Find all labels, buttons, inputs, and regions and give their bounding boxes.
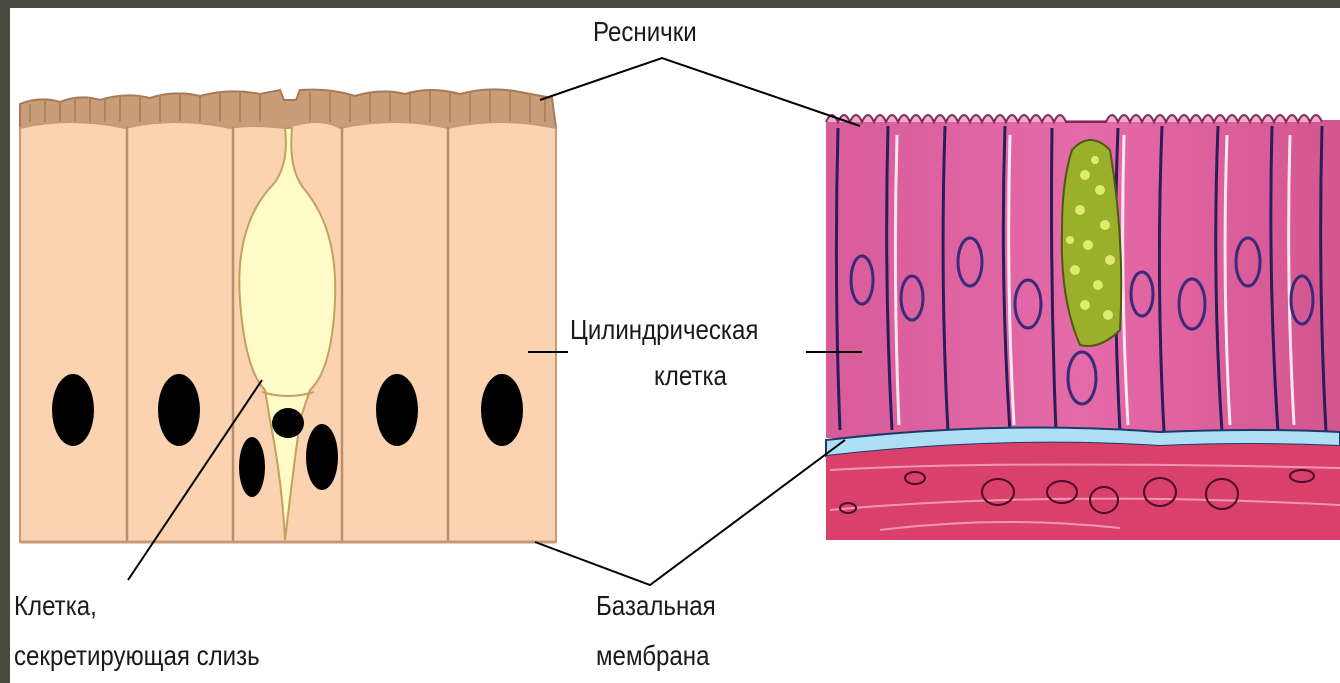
nucleus bbox=[239, 437, 265, 497]
label-basal-membrane-line2: мембрана bbox=[596, 638, 710, 674]
label-cylindrical-cell-line2: клетка bbox=[654, 358, 727, 394]
schematic-cilia bbox=[20, 89, 556, 128]
nucleus bbox=[376, 374, 418, 446]
nucleus bbox=[272, 408, 304, 438]
schematic-epithelium bbox=[20, 89, 556, 542]
nucleus bbox=[306, 424, 338, 490]
label-basal-membrane-line1: Базальная bbox=[596, 588, 716, 624]
micrograph-epithelium bbox=[826, 115, 1340, 540]
label-mucus-cell-line1: Клетка, bbox=[14, 588, 97, 624]
label-mucus-cell-line2: секретирующая слизь bbox=[14, 638, 260, 674]
nucleus bbox=[52, 374, 94, 446]
label-cilia: Реснички bbox=[593, 14, 697, 50]
label-cylindrical-cell-line1: Цилиндрическая bbox=[570, 312, 758, 348]
nucleus bbox=[158, 374, 200, 446]
nucleus bbox=[481, 374, 523, 446]
